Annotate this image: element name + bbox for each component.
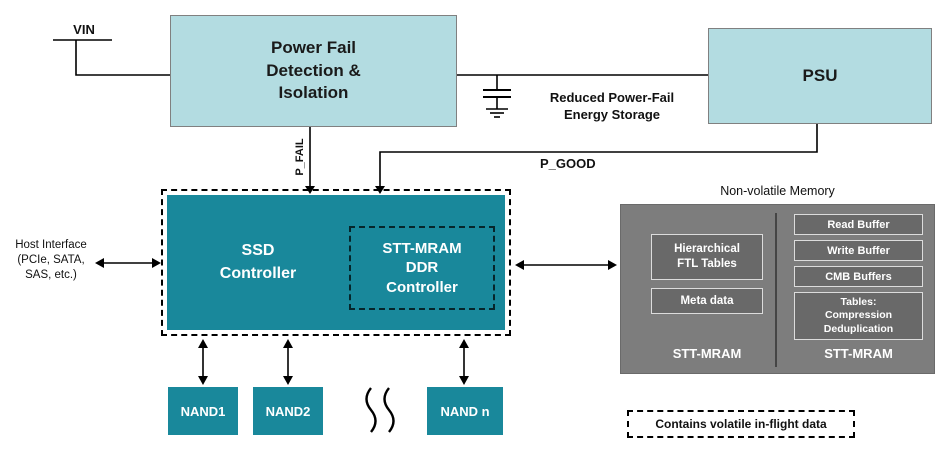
nand2-box: NAND2 (253, 387, 323, 435)
energy-storage-label: Reduced Power-Fail Energy Storage (549, 90, 675, 122)
write-buffer-label: Write Buffer (827, 244, 890, 257)
stt-mram-ddr-label: STT-MRAM DDR Controller (382, 239, 462, 296)
meta-data-label: Meta data (680, 295, 734, 307)
psu-label: PSU (802, 66, 838, 85)
ssd-dashed-border (161, 189, 511, 336)
tables-compression-box: Tables: Compression Deduplication (794, 292, 923, 340)
psu-box: PSU (708, 28, 932, 124)
nand-n-label: NAND n (440, 403, 490, 419)
vin-wire (53, 39, 170, 76)
host-interface-label: Host Interface (PCIe, SATA, SAS, etc.) (15, 239, 87, 281)
cmb-buffers-box: CMB Buffers (794, 266, 923, 287)
stt-mram-right-label: STT-MRAM (824, 346, 893, 361)
power-fail-label: Power Fail Detection & Isolation (266, 37, 361, 103)
read-buffer-box: Read Buffer (794, 214, 923, 235)
continuation-squiggle-icon (365, 387, 395, 433)
nvm-title: Non-volatile Memory (720, 184, 835, 198)
legend-box: Contains volatile in-flight data (627, 410, 855, 438)
capacitor-ground-icon (483, 75, 511, 118)
tables-compression-label: Tables: Compression Deduplication (823, 296, 894, 335)
ftl-tables-label: Hierarchical FTL Tables (674, 243, 740, 270)
nand2-label: NAND2 (265, 403, 311, 419)
vin-label: VIN (73, 22, 95, 37)
nvm-panel: Hierarchical FTL Tables Meta data STT-MR… (620, 204, 935, 374)
nvm-divider (775, 213, 777, 367)
stt-mram-left-label: STT-MRAM (672, 346, 742, 361)
nand1-box: NAND1 (168, 387, 238, 435)
stt-mram-ddr-box: STT-MRAM DDR Controller (349, 226, 495, 310)
legend-label: Contains volatile in-flight data (655, 417, 827, 431)
p-good-label: P_GOOD (540, 156, 596, 171)
power-fail-box: Power Fail Detection & Isolation (170, 15, 457, 127)
read-buffer-label: Read Buffer (827, 218, 890, 231)
nand1-label: NAND1 (180, 403, 226, 419)
ftl-tables-box: Hierarchical FTL Tables (651, 234, 763, 280)
p-good-wire (379, 122, 818, 186)
nand-n-box: NAND n (427, 387, 503, 435)
ssd-controller-box: SSD Controller STT-MRAM DDR Controller (167, 195, 505, 330)
cmb-buffers-label: CMB Buffers (825, 270, 892, 283)
meta-data-box: Meta data (651, 288, 763, 314)
write-buffer-box: Write Buffer (794, 240, 923, 261)
ssd-controller-label: SSD Controller (219, 242, 297, 282)
p-fail-label: P_FAIL (294, 138, 306, 176)
